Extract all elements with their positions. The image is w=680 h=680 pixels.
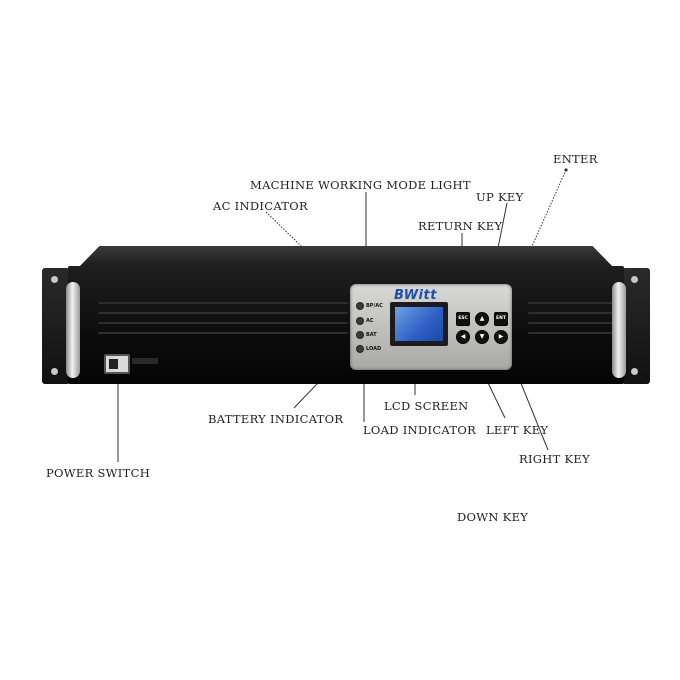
led-bat-label: BAT (366, 332, 377, 338)
label-enter: ENTER (553, 152, 598, 166)
label-return-key: RETURN KEY (418, 219, 503, 233)
chassis-top (78, 246, 614, 268)
label-up-key: UP KEY (476, 190, 524, 204)
rack-ear-left (42, 268, 70, 384)
led-bp-ac-label: BP/AC (366, 303, 383, 309)
lcd-screen (390, 302, 448, 346)
label-ac-indicator: AC INDICATOR (213, 199, 308, 213)
led-bp-ac (356, 302, 364, 310)
led-ac (356, 317, 364, 325)
chassis-front (68, 266, 624, 384)
label-machine-mode: MACHINE WORKING MODE LIGHT (250, 178, 471, 192)
right-key[interactable]: ▶ (494, 330, 508, 344)
led-load (356, 345, 364, 353)
label-down-key: DOWN KEY (457, 510, 529, 524)
label-load-indicator: LOAD INDICATOR (363, 423, 477, 437)
label-left-key: LEFT KEY (486, 423, 549, 437)
up-key[interactable]: ▲ (475, 312, 489, 326)
led-ac-label: AC (366, 318, 374, 324)
rack-ear-right (622, 268, 650, 384)
enter-key[interactable]: ENT (494, 312, 508, 326)
label-power-switch: POWER SWITCH (46, 466, 151, 480)
handle-left (66, 282, 80, 378)
power-switch-label-plate (132, 358, 158, 364)
down-key[interactable]: ▼ (475, 330, 489, 344)
label-lcd-screen: LCD SCREEN (384, 399, 469, 413)
power-switch[interactable] (104, 354, 130, 374)
esc-key[interactable]: ESC (456, 312, 470, 326)
led-load-label: LOAD (366, 346, 382, 352)
led-bat (356, 331, 364, 339)
handle-right (612, 282, 626, 378)
control-panel: BWitt BP/AC AC BAT LOAD ESC ▲ ENT ◀ ▼ ▶ (350, 284, 512, 370)
label-right-key: RIGHT KEY (519, 452, 591, 466)
left-key[interactable]: ◀ (456, 330, 470, 344)
brand-logo: BWitt (394, 288, 437, 303)
label-battery-indicator: BATTERY INDICATOR (208, 412, 344, 426)
ups-device: BWitt BP/AC AC BAT LOAD ESC ▲ ENT ◀ ▼ ▶ (42, 246, 650, 392)
